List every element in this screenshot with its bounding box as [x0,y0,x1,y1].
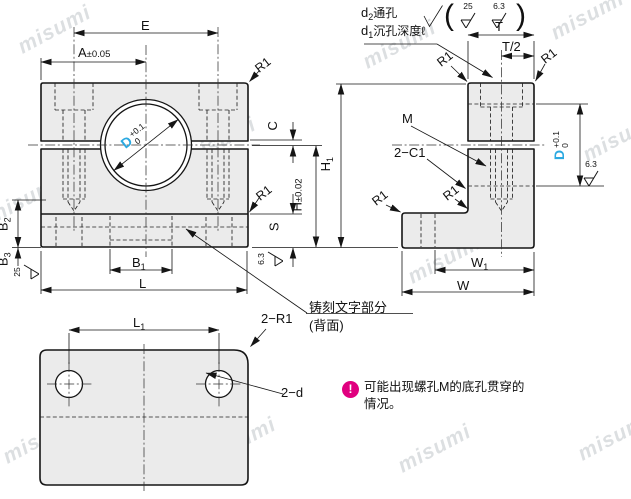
dim-T-half: T/2 [502,39,521,54]
dim-L: L [139,276,147,291]
cast-text-note: 铸刻文字部分 [309,300,388,315]
dim-B2: B2 [0,217,13,231]
surface-check-icon [423,5,443,28]
callout-d2-through-hole: d2通孔 [361,5,398,22]
dim-2-d: 2−d [281,385,304,400]
cast-note-leader [185,228,413,314]
dim-A: A±0.05 [78,45,111,60]
dim-C: C [264,121,280,131]
warning-icon: ! [342,381,359,398]
surface-paren-close: ) [516,0,526,32]
front-hidden-right-hole [198,83,238,212]
dim-B1: B1 [132,255,146,272]
surface-roughness-63-bore-icon: 6.3 [579,160,603,186]
side-view [364,5,604,296]
surface-roughness-25-icon: 25 [456,2,480,28]
warning-note-line1: 可能出现螺孔M的底孔贯穿的 [364,380,525,394]
surface-roughness-25-side-icon: 25 [12,260,39,284]
bottom-view [39,326,284,491]
dim-L1: L1 [133,315,146,332]
dim-H: H±0.02 [289,178,305,212]
front-view [12,27,466,294]
warning-note: 可能出现螺孔M的底孔贯穿的 情况。 [364,379,524,412]
dim-M: M [402,111,413,126]
side-hidden [420,83,534,247]
dim-S: S [266,222,282,232]
dim-W: W [457,278,470,293]
bottom-centerlines [40,344,248,491]
side-dimensions [364,31,604,296]
front-hidden-left-hole [54,83,94,212]
surface-roughness-63-icon: 6.3 [487,2,511,28]
dim-2-R1: 2−R1 [261,311,293,326]
warning-note-line2: 情况。 [364,396,402,411]
bottom-dimensions [68,326,284,395]
dim-2-C1: 2−C1 [394,145,426,160]
dim-E: E [141,18,150,33]
cast-text-back-note: (背面) [309,318,344,333]
dim-H1: H1 [317,157,335,172]
side-centerlines [392,50,546,257]
dim-B3: B3 [0,252,13,266]
front-hidden-base [41,216,248,246]
surface-roughness-63-bottom-icon: 6.3 [256,247,283,271]
dim-T: T [495,19,503,34]
callout-d1-counterbore: d1沉孔深度ℓ [361,23,426,40]
dim-W1: W1 [471,255,489,272]
surface-paren-open: ( [444,0,454,32]
front-dimensions [12,29,466,294]
